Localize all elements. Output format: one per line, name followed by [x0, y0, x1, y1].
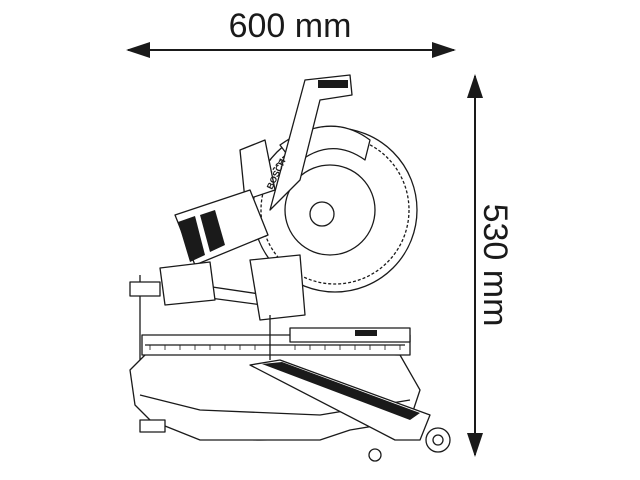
base-foot-left	[139, 419, 166, 433]
lock-knob	[425, 427, 451, 453]
height-label: 530 mm	[476, 204, 514, 327]
clamp	[129, 281, 161, 297]
rail-housing	[159, 261, 216, 306]
mitre-saw-drawing: BOSCH	[129, 74, 451, 462]
width-label: 600 mm	[229, 7, 352, 45]
handle	[269, 74, 353, 211]
arm-pivot	[249, 254, 306, 321]
height-dimension: 530 mm	[467, 74, 514, 457]
turntable-extension	[249, 359, 431, 441]
width-dimension: 600 mm	[126, 7, 456, 58]
